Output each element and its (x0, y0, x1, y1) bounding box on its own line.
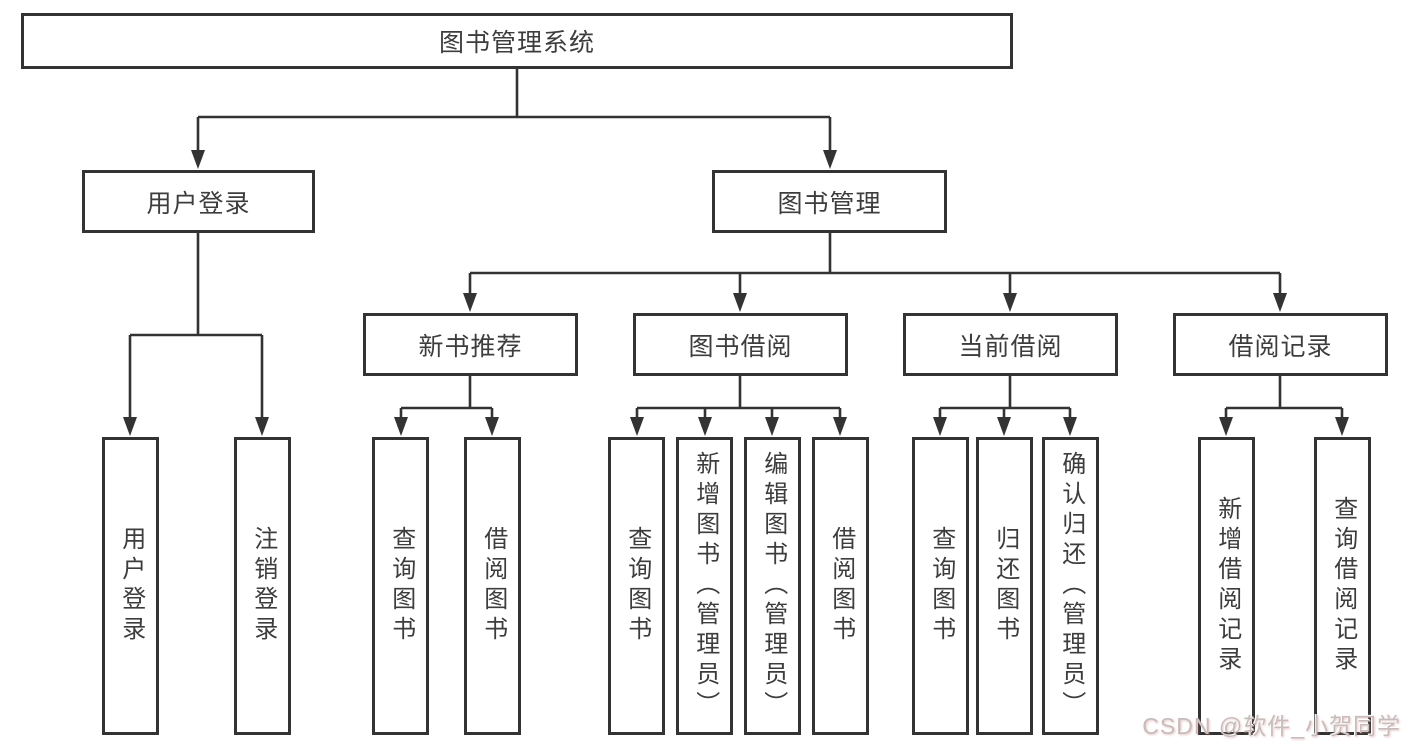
leaf-user-login: 用户登录 (102, 437, 159, 735)
csdn-watermark: CSDN @软件_小贺同学 (1142, 713, 1401, 739)
leaf-add-book-admin: 新增图书（管理员） (676, 437, 733, 735)
node-book-management: 图书管理 (712, 170, 947, 233)
leaf-edit-book-admin: 编辑图书（管理员） (744, 437, 801, 735)
node-user-login: 用户登录 (82, 170, 315, 233)
node-book-borrowing: 图书借阅 (633, 313, 848, 376)
leaf-borrow-books-recommend: 借阅图书 (464, 437, 521, 735)
leaf-logout: 注销登录 (234, 437, 291, 735)
node-current-borrowing: 当前借阅 (903, 313, 1118, 376)
leaf-borrow-books-borrowing: 借阅图书 (812, 437, 869, 735)
leaf-query-books-current: 查询图书 (912, 437, 969, 735)
node-new-book-recommendation: 新书推荐 (363, 313, 578, 376)
leaf-query-borrow-record: 查询借阅记录 (1314, 437, 1371, 735)
node-borrowing-records: 借阅记录 (1173, 313, 1388, 376)
leaf-confirm-return-admin: 确认归还（管理员） (1042, 437, 1099, 735)
leaf-add-borrow-record: 新增借阅记录 (1198, 437, 1255, 735)
leaf-query-books-borrowing: 查询图书 (608, 437, 665, 735)
leaf-return-book: 归还图书 (976, 437, 1033, 735)
leaf-query-books-recommend: 查询图书 (372, 437, 429, 735)
node-library-management-system: 图书管理系统 (21, 13, 1013, 69)
